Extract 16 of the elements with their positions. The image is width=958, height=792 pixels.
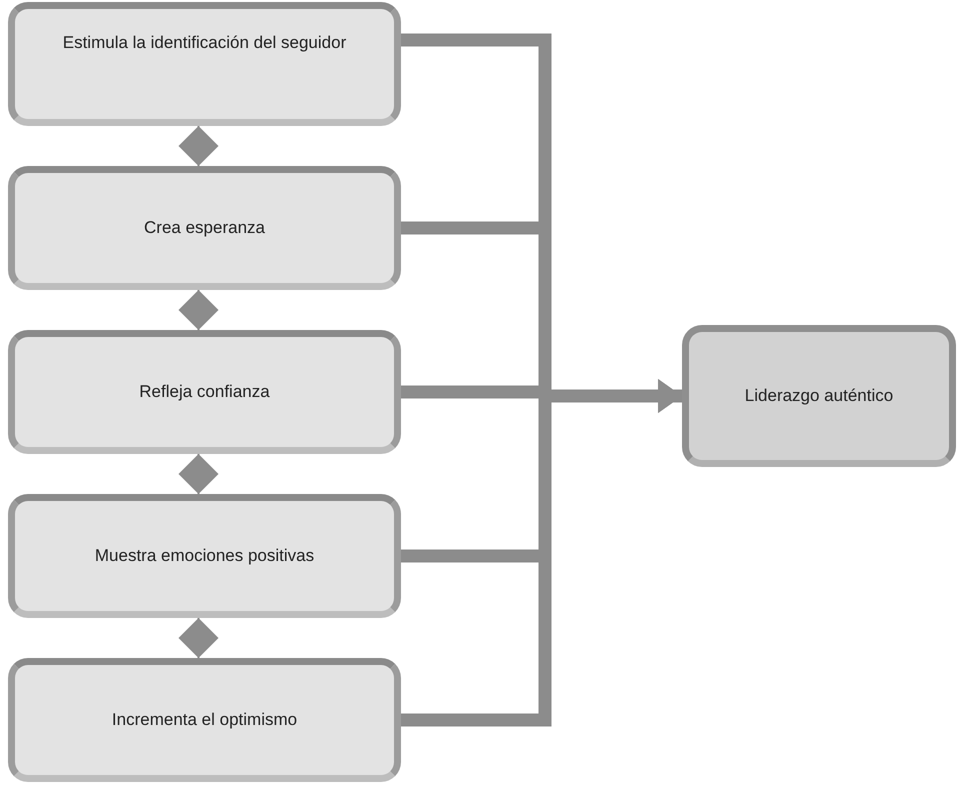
process-box [8,658,401,782]
box-label: Incrementa el optimismo [110,710,298,730]
box-label: Liderazgo auténtico [744,386,894,406]
box-label: Muestra emociones positivas [94,546,316,566]
diamond-connector [178,126,218,166]
process-box [8,166,401,290]
process-box [8,330,401,454]
box-label: Crea esperanza [143,218,266,238]
process-box [8,2,401,126]
process-box [8,494,401,618]
box-label: Estimula la identificación del seguidor [62,33,348,53]
process-box [682,325,956,467]
diamond-connector [178,290,218,330]
diamond-connector [178,618,218,658]
box-label: Refleja confianza [138,382,271,402]
diamond-connector [178,454,218,494]
